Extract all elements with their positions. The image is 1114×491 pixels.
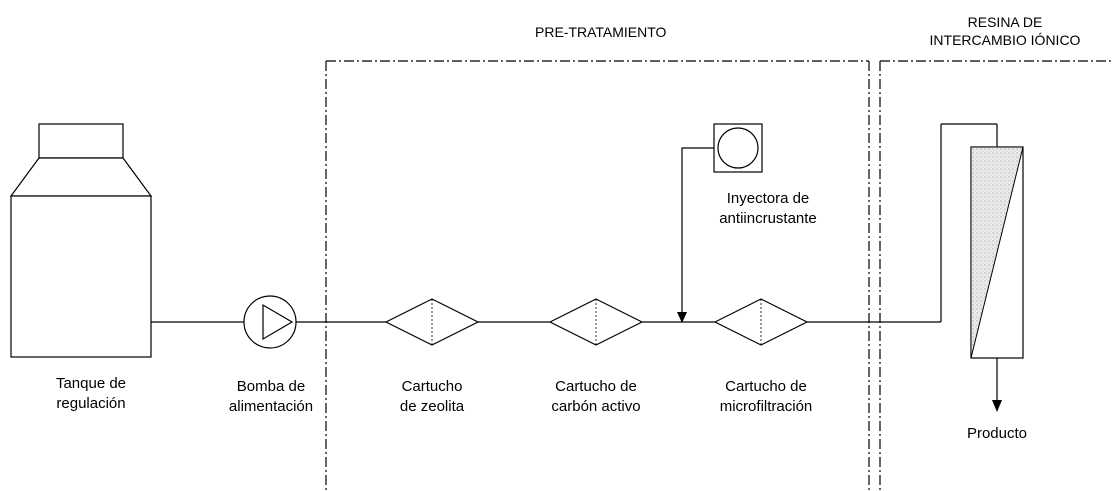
carbon-label-line2: carbón activo xyxy=(551,398,641,415)
injector-arrow-icon xyxy=(677,312,687,323)
carbon-label: Cartucho de carbón activo xyxy=(531,377,661,417)
microfiltration-label-line1: Cartucho de xyxy=(725,378,807,395)
pump-label-line2: alimentación xyxy=(228,398,314,415)
tank-label-line2: regulación xyxy=(56,395,126,412)
tank-icon xyxy=(9,123,153,358)
injector-label-line2: antiincrustante xyxy=(719,210,817,227)
microfiltration-label: Cartucho de microfiltración xyxy=(701,377,831,417)
microfiltration-cartridge-icon xyxy=(713,298,809,346)
section-title-resin-line2: INTERCAMBIO IÓNICO xyxy=(929,32,1081,48)
pump-label-line1: Bomba de xyxy=(236,378,306,395)
carbon-cartridge-icon xyxy=(548,298,644,346)
injector-icon xyxy=(713,123,763,173)
tank-label: Tanque de regulación xyxy=(31,374,151,414)
zeolite-cartridge-icon xyxy=(384,298,480,346)
pump-icon xyxy=(243,295,297,349)
section-title-resin-line1: RESINA DE xyxy=(967,14,1043,30)
pump-label: Bomba de alimentación xyxy=(211,377,331,417)
zeolite-label-line1: Cartucho xyxy=(401,378,463,395)
section-title-resin: RESINA DE INTERCAMBIO IÓNICO xyxy=(910,13,1100,49)
resin-boundary xyxy=(879,60,1114,491)
carbon-label-line1: Cartucho de xyxy=(555,378,637,395)
injector-label: Inyectora de antiincrustante xyxy=(698,189,838,229)
zeolite-label-line2: de zeolita xyxy=(399,398,465,415)
injector-label-line1: Inyectora de xyxy=(726,190,810,207)
injector-line xyxy=(681,147,714,314)
microfiltration-label-line2: microfiltración xyxy=(719,398,813,415)
product-arrow-icon xyxy=(992,400,1002,412)
pretreatment-boundary xyxy=(325,60,870,491)
process-line xyxy=(151,123,998,323)
resin-column-icon xyxy=(970,146,1024,359)
tank-label-line1: Tanque de xyxy=(55,375,127,392)
section-title-pretreatment: PRE-TRATAMIENTO xyxy=(535,24,667,40)
zeolite-label: Cartucho de zeolita xyxy=(372,377,492,417)
product-label: Producto xyxy=(966,425,1028,442)
